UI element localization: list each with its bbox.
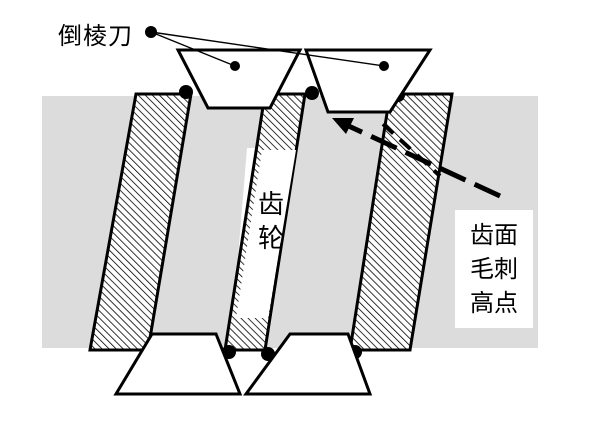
leader-line — [150, 31, 236, 67]
chamfer-tool-bottom-2 — [243, 332, 373, 396]
burr-label-box: 齿面 毛刺 高点 — [455, 210, 533, 328]
chamfer-tool-top-2 — [303, 48, 433, 114]
leader-line — [150, 31, 385, 67]
burr-dot — [179, 85, 193, 99]
tooth-burr-label: 齿面 毛刺 高点 — [470, 221, 518, 317]
gear-highlight-overlay — [236, 150, 296, 318]
gear-tooth-3 — [348, 92, 454, 352]
chamfer-tool-top-1 — [175, 48, 303, 110]
burr-dash-line — [381, 122, 442, 178]
burr-arrow-head — [332, 118, 354, 134]
chamfer-tool-bottom-1 — [113, 332, 243, 396]
chamfer-tool-label: 倒棱刀 — [58, 22, 133, 50]
burr-dot — [305, 86, 319, 100]
gear-label: 齿轮 — [257, 190, 284, 254]
